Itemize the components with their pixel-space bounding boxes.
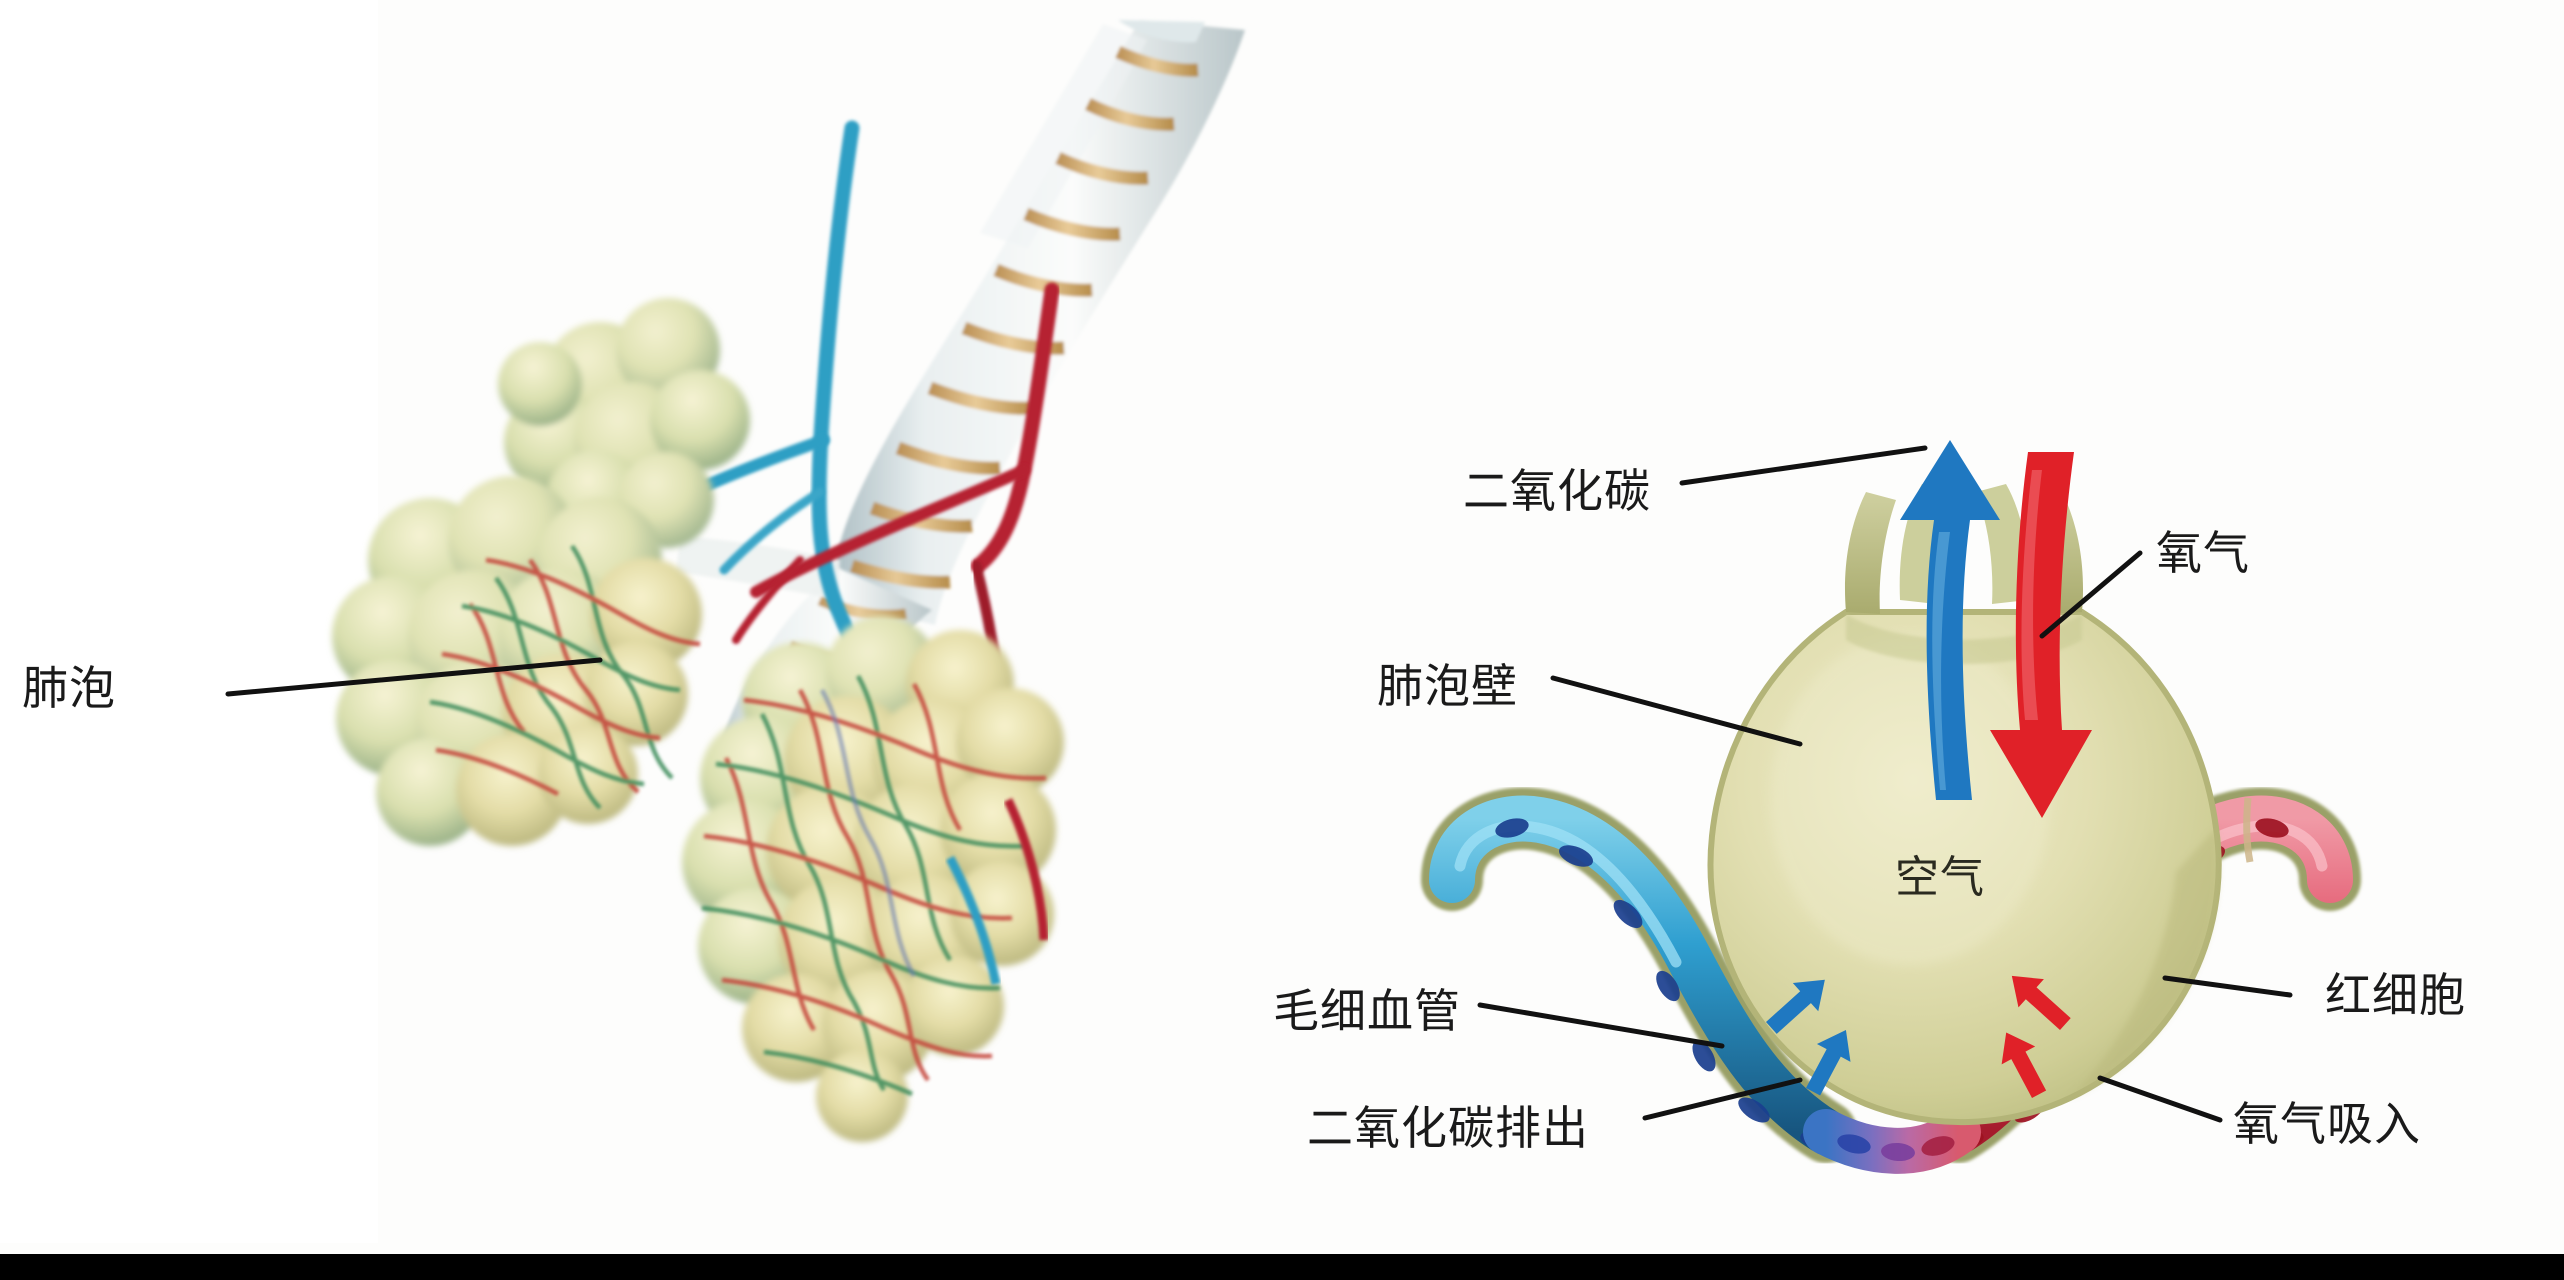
sac-vein-stub: [946, 855, 1001, 985]
bronchiole-sidebranch: [676, 536, 840, 600]
label-red-blood-cell: 红细胞: [2325, 968, 2466, 1022]
leader-line-carbon-dioxide: [1679, 445, 1928, 486]
sac-artery-stub: [1003, 798, 1049, 941]
label-carbon-dioxide-out: 二氧化碳排出: [1307, 1101, 1589, 1155]
co2-out-arrow: [1900, 440, 2000, 800]
leader-line-alveolar-wall: [1550, 675, 1803, 747]
label-oxygen: 氧气: [2156, 526, 2250, 580]
capillary-venous-left: [1421, 787, 1857, 1163]
leader-line-co2-out: [1642, 1077, 1803, 1121]
label-air: 空气: [1895, 852, 1985, 903]
leader-line-rbc: [2162, 975, 2293, 998]
leader-line-oxygen: [2039, 550, 2143, 639]
co2-diffusion-arrows: [1766, 979, 1851, 1096]
leader-line-o2-in: [2097, 1075, 2223, 1123]
label-oxygen-in: 氧气吸入: [2233, 1097, 2421, 1151]
capillary-mesh-left: [429, 544, 701, 810]
alveoli-cluster-illustration: [332, 20, 1245, 1142]
single-alveolus-diagram: [1421, 440, 2361, 1182]
o2-diffusion-arrows: [2001, 975, 2071, 1098]
alveolar-sac-left: [332, 476, 702, 846]
capillary-bottom-band: [1795, 1101, 1989, 1182]
capillary-mesh-lower: [701, 674, 1047, 1097]
bronchiole: [834, 20, 1245, 625]
left-white-panel: [0, 0, 378, 1243]
label-alveoli: 肺泡: [22, 661, 116, 715]
alveolar-sac-upper: [498, 298, 750, 550]
bottom-black-bar: [0, 1254, 2564, 1280]
leader-line-alveoli: [225, 657, 603, 697]
label-carbon-dioxide: 二氧化碳: [1463, 464, 1651, 518]
leader-line-capillary: [1477, 1002, 1725, 1049]
alveolus-body: [1707, 609, 2222, 1126]
label-capillary: 毛细血管: [1273, 984, 1461, 1038]
label-alveolar-wall: 肺泡壁: [1377, 659, 1518, 713]
